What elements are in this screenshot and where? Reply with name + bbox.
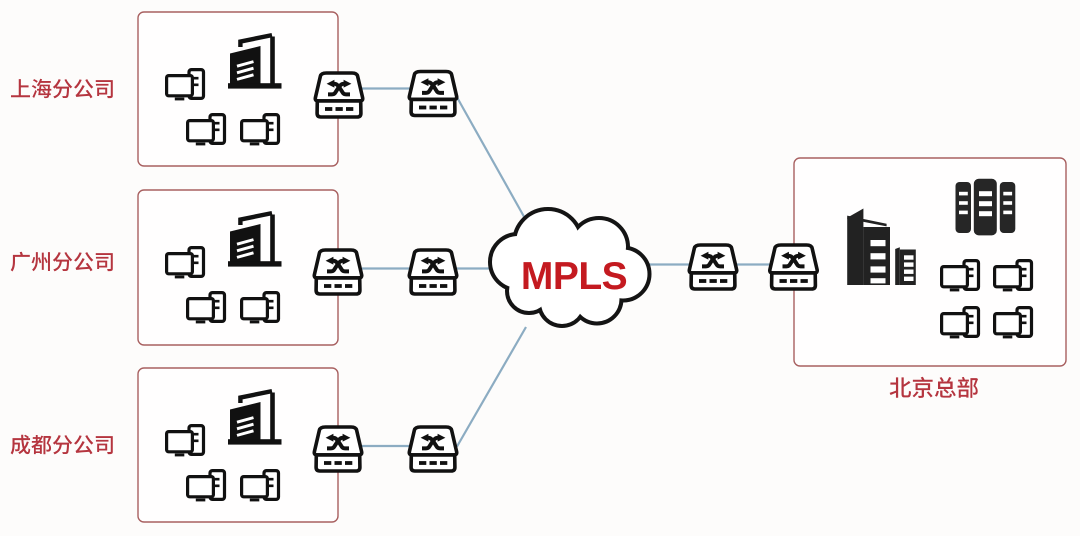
svg-text:MPLS: MPLS [521, 255, 627, 298]
